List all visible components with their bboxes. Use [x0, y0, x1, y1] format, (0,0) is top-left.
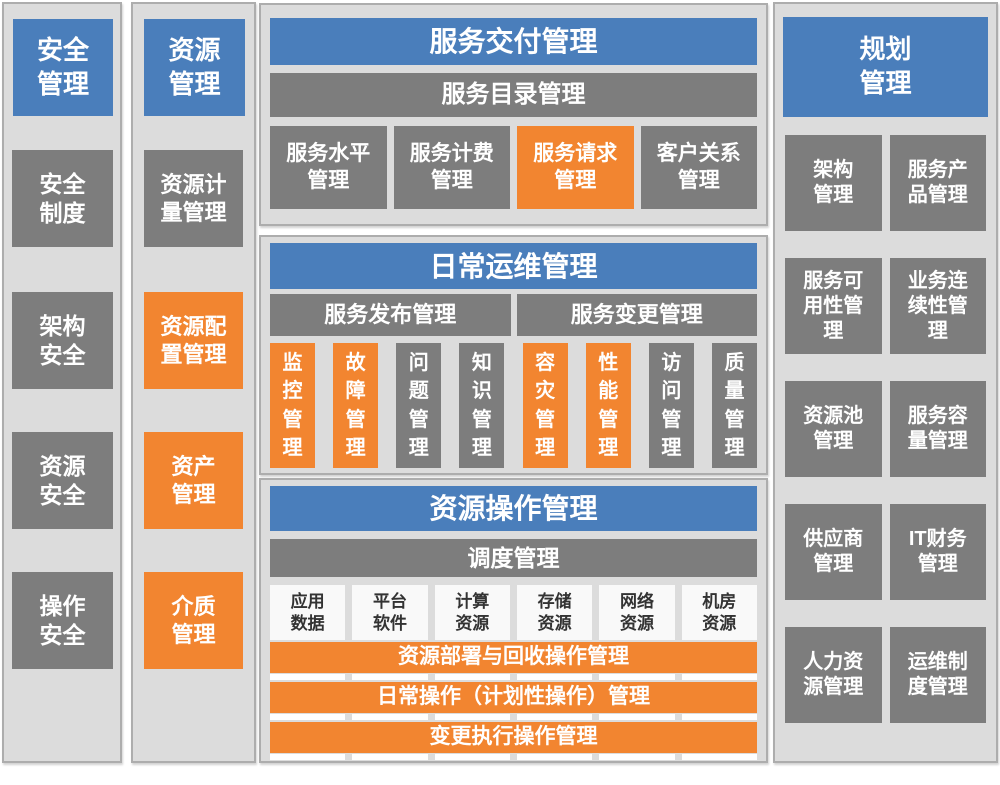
security-header: 安全 管理 [13, 19, 113, 116]
service-request-box: 服务请求 管理 [517, 126, 634, 209]
service-billing-box: 服务计费 管理 [393, 126, 510, 209]
human-resource-box: 人力资 源管理 [785, 627, 882, 723]
storage-resource-box: 存储 资源 [516, 585, 593, 640]
service-level-box: 服务水平 管理 [270, 126, 387, 209]
security-item-resource: 资源 安全 [12, 432, 113, 529]
service-change-bar: 服务变更管理 [516, 294, 757, 336]
architecture-mgmt-box: 架构 管理 [785, 135, 882, 231]
planning-row-3: 资源池 管理 服务容 量管理 [785, 381, 986, 477]
supplier-mgmt-box: 供应商 管理 [785, 504, 882, 600]
daily-ops-panel: 日常运维管理 服务发布管理 服务变更管理 监 控 管 理 故 障 管 理 问 题… [259, 235, 768, 475]
monitoring-box: 监 控 管 理 [270, 343, 315, 468]
planning-header: 规划 管理 [783, 17, 988, 117]
business-continuity-box: 业务连 续性管 理 [889, 258, 986, 354]
security-panel: 安全 管理 安全 制度 架构 安全 资源 安全 操作 安全 [2, 2, 122, 763]
quality-box: 质 量 管 理 [711, 343, 757, 468]
service-delivery-header: 服务交付管理 [270, 18, 757, 65]
incident-box: 故 障 管 理 [333, 343, 379, 468]
access-box: 访 问 管 理 [648, 343, 694, 468]
resource-ops-panel: 资源操作管理 调度管理 应用 数据 平台 软件 计算 资源 存储 资源 网络 资… [259, 478, 768, 763]
planning-row-4: 供应商 管理 IT财务 管理 [785, 504, 986, 600]
service-product-box: 服务产 品管理 [889, 135, 986, 231]
service-delivery-panel: 服务交付管理 服务目录管理 服务水平 管理 服务计费 管理 服务请求 管理 客户… [259, 3, 768, 226]
service-capacity-box: 服务容 量管理 [889, 381, 986, 477]
knowledge-box: 知 识 管 理 [459, 343, 505, 468]
resource-item-configuration: 资源配 置管理 [144, 292, 243, 389]
resource-ops-header: 资源操作管理 [270, 486, 757, 531]
it-finance-box: IT财务 管理 [889, 504, 986, 600]
planning-row-5: 人力资 源管理 运维制 度管理 [785, 627, 986, 723]
planning-row-1: 架构 管理 服务产 品管理 [785, 135, 986, 231]
compute-resource-box: 计算 资源 [434, 585, 510, 640]
disaster-recovery-box: 容 灾 管 理 [522, 343, 568, 468]
service-catalog-bar: 服务目录管理 [270, 73, 757, 117]
service-availability-box: 服务可 用性管 理 [785, 258, 882, 354]
ops-institution-box: 运维制 度管理 [889, 627, 986, 723]
change-execution-bar: 变更执行操作管理 [270, 722, 757, 753]
resource-header: 资源 管理 [144, 19, 245, 116]
network-resource-box: 网络 资源 [599, 585, 675, 640]
daily-ops-header: 日常运维管理 [270, 243, 757, 289]
separator-row [270, 674, 757, 680]
resource-type-row: 应用 数据 平台 软件 计算 资源 存储 资源 网络 资源 机房 资源 [270, 585, 757, 640]
service-delivery-items: 服务水平 管理 服务计费 管理 服务请求 管理 客户关系 管理 [270, 126, 757, 209]
planning-row-2: 服务可 用性管 理 业务连 续性管 理 [785, 258, 986, 354]
resource-item-media: 介质 管理 [144, 572, 243, 669]
security-item-operation: 操作 安全 [12, 572, 113, 669]
separator-row [270, 754, 757, 760]
security-item-institution: 安全 制度 [12, 150, 113, 247]
platform-software-box: 平台 软件 [352, 585, 428, 640]
resource-item-metering: 资源计 量管理 [144, 150, 243, 247]
app-data-box: 应用 数据 [270, 585, 346, 640]
security-item-architecture: 架构 安全 [12, 292, 113, 389]
service-release-bar: 服务发布管理 [270, 294, 511, 336]
planning-panel: 规划 管理 架构 管理 服务产 品管理 服务可 用性管 理 业务连 续性管 理 … [773, 2, 998, 763]
resource-pool-box: 资源池 管理 [785, 381, 882, 477]
daily-ops-items: 监 控 管 理 故 障 管 理 问 题 管 理 知 识 管 理 容 灾 管 理 … [270, 343, 757, 468]
performance-box: 性 能 管 理 [585, 343, 631, 468]
problem-box: 问 题 管 理 [396, 343, 442, 468]
customer-relationship-box: 客户关系 管理 [640, 126, 757, 209]
separator-row [270, 714, 757, 720]
daily-planned-ops-bar: 日常操作（计划性操作）管理 [270, 682, 757, 713]
dispatch-bar: 调度管理 [270, 539, 757, 577]
deploy-reclaim-bar: 资源部署与回收操作管理 [270, 642, 757, 673]
resource-panel: 资源 管理 资源计 量管理 资源配 置管理 资产 管理 介质 管理 [131, 2, 256, 763]
datacenter-resource-box: 机房 资源 [681, 585, 757, 640]
daily-ops-bars: 服务发布管理 服务变更管理 [270, 294, 757, 336]
resource-item-asset: 资产 管理 [144, 432, 243, 529]
